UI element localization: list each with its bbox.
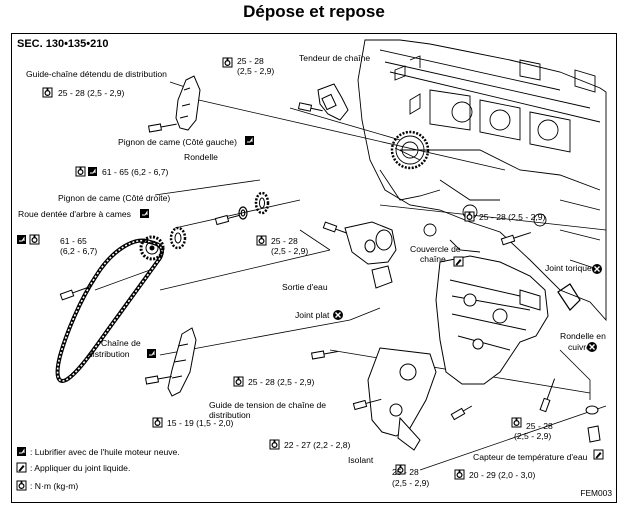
label-chain-tensioner: Tendeur de chaîne	[299, 53, 371, 63]
torque-slack-guide: 25 - 28 (2,5 - 2,9)	[58, 88, 125, 98]
camshaft-sprocket-head	[390, 130, 430, 170]
torque-mid: 25 - 28 (2,5 - 2,9)	[248, 377, 315, 387]
torque-water-outlet-a: 25 - 28	[271, 236, 298, 246]
timing-chain	[55, 238, 164, 383]
label-temp-sensor: Capteur de température d'eau	[473, 452, 588, 462]
oil-can-icon	[16, 446, 27, 457]
legend-gasket: : Appliquer du joint liquide.	[30, 463, 131, 473]
torque-sprocket-b: (6,2 - 6,7)	[60, 246, 98, 256]
bolts	[59, 102, 556, 421]
cam-sprocket-right	[169, 226, 187, 250]
label-cam-sprocket-right: Pignon de came (Côté droite)	[58, 193, 171, 203]
tension-guide	[167, 327, 197, 397]
legend-oil: : Lubrifier avec de l'huile moteur neuve…	[30, 447, 180, 457]
label-copper-washer-b: cuivre	[568, 342, 591, 352]
chain-tensioner	[317, 83, 349, 121]
label-flat-gasket: Joint plat	[295, 310, 330, 320]
chain-cover	[435, 255, 549, 385]
torque-temp-sensor: 20 - 29 (2,0 - 3,0)	[469, 470, 536, 480]
label-camshaft-sprocket: Roue dentée d'arbre à cames	[18, 209, 131, 219]
torque-sprocket-a: 61 - 65	[60, 236, 87, 246]
label-timing-chain-a: Chaîne de	[101, 338, 141, 348]
label-slack-guide: Guide-chaîne détendu de distribution	[26, 69, 167, 79]
diagram-frame	[11, 33, 617, 503]
water-temp-sensor	[585, 405, 601, 443]
torque-cam-sprocket: 61 - 65 (6,2 - 6,7)	[102, 167, 169, 177]
torque-bottom-b: (2,5 - 2,9)	[392, 478, 430, 488]
label-o-ring: Joint torique	[545, 263, 592, 273]
cam-sprocket-left	[254, 191, 270, 215]
label-washer: Rondelle	[184, 152, 218, 162]
torque-tensioner-b: (2,5 - 2,9)	[237, 66, 275, 76]
label-cam-sprocket-left: Pignon de came (Côté gauche)	[118, 137, 237, 147]
torque-bottom-a: 25 - 28	[392, 467, 419, 477]
camshaft-sprocket	[139, 235, 165, 261]
legend-torque: : N·m (kg-m)	[30, 481, 79, 491]
figure-code: FEM003	[580, 488, 612, 498]
torque-water-outlet-b: (2,5 - 2,9)	[271, 246, 309, 256]
page-title: Dépose et repose	[243, 2, 385, 21]
label-water-outlet: Sortie d'eau	[282, 282, 328, 292]
washer	[238, 206, 248, 220]
insulator	[367, 347, 437, 451]
torque-insulator: 22 - 27 (2,2 - 2,8)	[284, 440, 351, 450]
flat-gasket	[371, 265, 393, 289]
liquid-gasket-icon	[16, 462, 27, 473]
torque-tensioner-a: 25 - 28	[237, 56, 264, 66]
section-code: SEC. 130•135•210	[17, 38, 109, 50]
torque-right-b: (2,5 - 2,9)	[514, 431, 552, 441]
slack-guide	[175, 75, 201, 131]
torque-wrench-icon	[16, 480, 27, 491]
label-tension-guide-b: distribution	[209, 410, 251, 420]
label-timing-chain-b: distribution	[88, 349, 130, 359]
torque-right-a: 25 - 28	[526, 421, 553, 431]
water-outlet	[344, 221, 397, 265]
label-copper-washer-a: Rondelle en	[560, 331, 606, 341]
torque-cover: 25 - 28 (2,5 - 2,9)	[479, 212, 546, 222]
torque-tension-guide: 15 - 19 (1,5 - 2,0)	[167, 418, 234, 428]
label-chain-cover-b: chaîne	[420, 254, 446, 264]
o-ring	[557, 283, 581, 311]
label-chain-cover-a: Couvercle de	[410, 244, 461, 254]
label-tension-guide-a: Guide de tension de chaîne de	[209, 400, 327, 410]
label-insulator: Isolant	[348, 455, 374, 465]
